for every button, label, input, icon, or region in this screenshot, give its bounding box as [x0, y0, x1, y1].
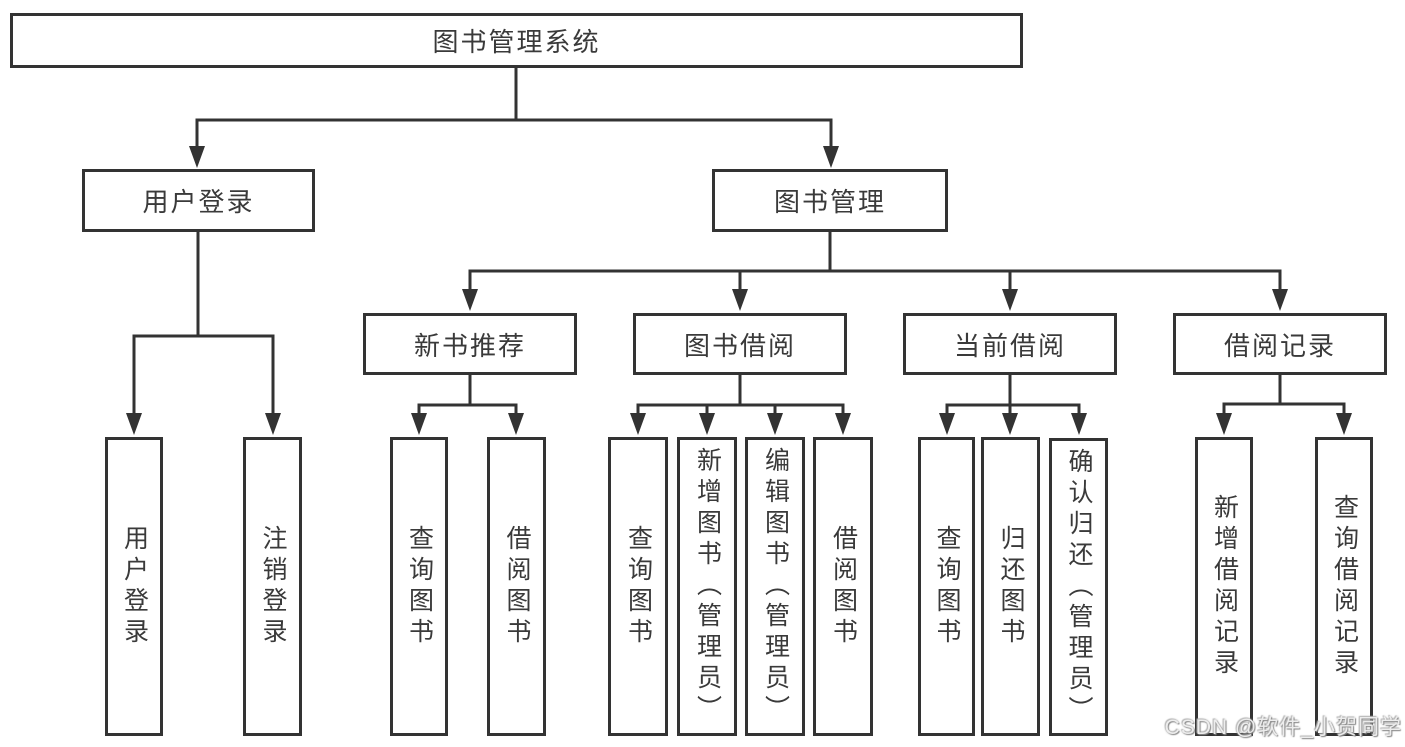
- node-label: 查询图书: [624, 524, 653, 649]
- node-label: 新增借阅记录: [1210, 493, 1239, 680]
- leaf-query-borrow-record: 查询借阅记录: [1315, 437, 1373, 736]
- leaf-add-borrow-record: 新增借阅记录: [1195, 437, 1253, 736]
- leaf-user-login: 用户登录: [105, 437, 163, 736]
- node-label: 归还图书: [997, 524, 1025, 649]
- node-label: 查询图书: [933, 524, 961, 649]
- node-library-management-system: 图书管理系统: [10, 13, 1023, 68]
- node-new-book-recommend: 新书推荐: [363, 313, 577, 375]
- leaf-borrow-book: 借阅图书: [813, 437, 873, 736]
- node-label: 借阅记录: [1223, 330, 1336, 361]
- node-label: 编辑图书（管理员）: [761, 447, 790, 726]
- csdn-watermark: CSDN @软件_小贺同学: [1164, 716, 1402, 739]
- node-label: 查询借阅记录: [1330, 493, 1359, 680]
- node-borrowing-records: 借阅记录: [1173, 313, 1387, 375]
- leaf-query-book-borrowing: 查询图书: [608, 437, 668, 736]
- node-label: 借阅图书: [503, 524, 531, 649]
- node-label: 确认归还（管理员）: [1065, 447, 1093, 727]
- leaf-query-book-current: 查询图书: [918, 437, 975, 736]
- leaf-borrow-book-recommend: 借阅图书: [487, 437, 546, 736]
- node-label: 图书管理系统: [432, 27, 601, 57]
- node-book-borrowing: 图书借阅: [633, 313, 847, 375]
- leaf-logout: 注销登录: [243, 437, 302, 736]
- leaf-query-book-recommend: 查询图书: [390, 437, 448, 736]
- node-label: 借阅图书: [829, 524, 858, 649]
- node-label: 用户登录: [142, 187, 255, 217]
- node-label: 查询图书: [405, 524, 434, 649]
- node-book-management: 图书管理: [712, 169, 948, 232]
- node-label: 新书推荐: [413, 330, 526, 361]
- leaf-return-book: 归还图书: [981, 437, 1040, 736]
- node-label: 当前借阅: [953, 330, 1066, 361]
- node-label: 用户登录: [120, 524, 149, 649]
- node-user-login: 用户登录: [82, 169, 315, 232]
- node-current-borrowing: 当前借阅: [903, 313, 1117, 375]
- node-label: 注销登录: [259, 524, 287, 649]
- arrowhead-icons: [126, 146, 1352, 435]
- node-label: 图书管理: [773, 187, 886, 217]
- leaf-edit-book-admin: 编辑图书（管理员）: [745, 437, 805, 736]
- leaf-add-book-admin: 新增图书（管理员）: [677, 437, 737, 736]
- node-label: 新增图书（管理员）: [693, 447, 722, 726]
- leaf-confirm-return-admin: 确认归还（管理员）: [1049, 438, 1108, 736]
- node-label: 图书借阅: [683, 330, 796, 361]
